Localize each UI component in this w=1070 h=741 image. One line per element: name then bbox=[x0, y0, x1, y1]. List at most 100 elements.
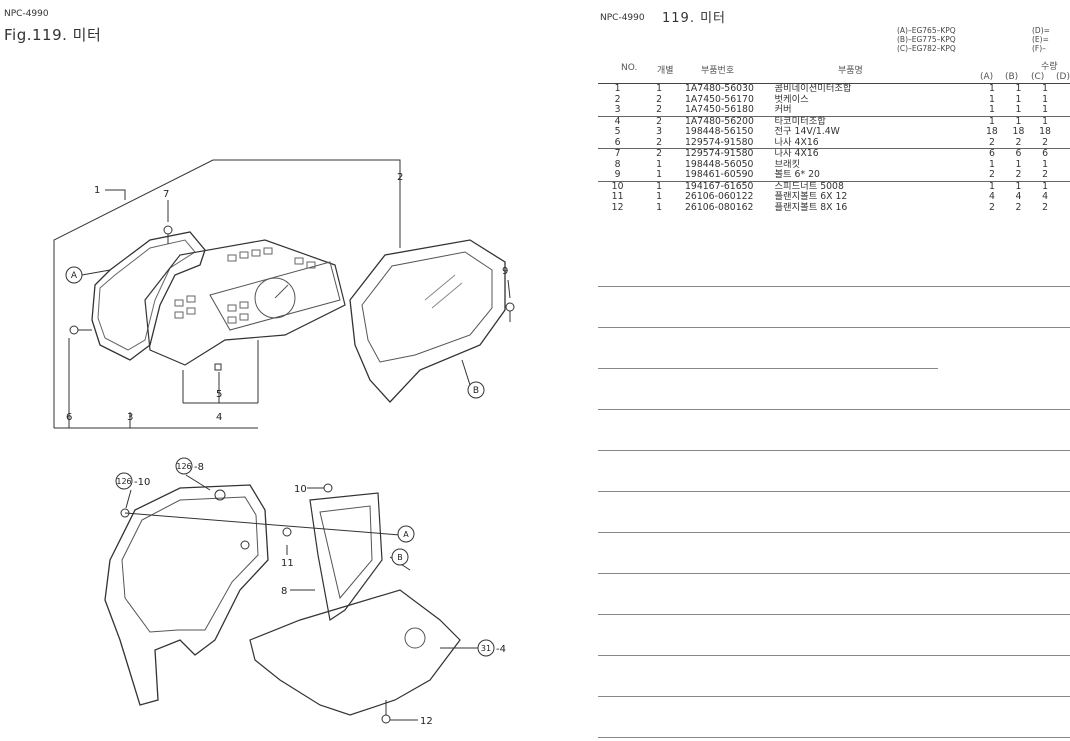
cell-name: 타코미터조합 bbox=[770, 115, 979, 127]
callout-126b: 126 bbox=[176, 462, 191, 471]
leader-line bbox=[81, 269, 111, 276]
callout-1: 1 bbox=[94, 185, 100, 196]
callout-6: 6 bbox=[66, 412, 72, 423]
left-doc-code: NPC-4990 bbox=[4, 9, 49, 19]
cell-name: 플랜지볼트 6X 12 bbox=[774, 191, 848, 202]
cell-qty-b: 1 bbox=[1005, 83, 1032, 95]
cell-no: 2 bbox=[614, 93, 621, 105]
cell-no: 3 bbox=[614, 104, 621, 115]
meter-body-outline bbox=[144, 239, 346, 366]
col-part-no: 부품번호 bbox=[701, 66, 735, 76]
cell-qty: 1 bbox=[656, 169, 663, 180]
callout-a: A bbox=[71, 271, 78, 281]
ruled-line bbox=[598, 737, 1070, 738]
cell-part-no: 194167-61650 bbox=[681, 180, 771, 192]
cell-part-no: 129574-91580 bbox=[685, 136, 754, 148]
cell-part-no: 198448-56050 bbox=[685, 158, 754, 170]
ruled-line bbox=[598, 573, 1070, 574]
callout-7: 7 bbox=[163, 189, 169, 200]
cell-qty-d bbox=[1058, 192, 1070, 203]
callout-b: B bbox=[473, 386, 479, 396]
cell-qty-a: 6 bbox=[978, 148, 1006, 160]
col-quantity: 수량 bbox=[1041, 62, 1058, 72]
cell-qty: 1 bbox=[637, 180, 682, 192]
callout-4: 4 bbox=[216, 412, 222, 423]
cell-qty-c: 1 bbox=[1042, 93, 1048, 105]
col-d: (D) bbox=[1056, 72, 1070, 82]
cell-qty-d bbox=[1058, 160, 1070, 171]
ruled-line bbox=[598, 450, 1070, 451]
ruled-line bbox=[598, 614, 1070, 615]
callout-a-lower: A bbox=[403, 530, 409, 539]
col-no: NO. bbox=[621, 63, 638, 73]
back-case-outline bbox=[91, 231, 206, 361]
ruled-line bbox=[598, 696, 1070, 697]
cell-qty-a: 1 bbox=[978, 180, 1006, 192]
cell-name: 나사 4X16 bbox=[770, 148, 979, 160]
cell-qty-b: 6 bbox=[1005, 148, 1032, 160]
cell-qty-b: 1 bbox=[1005, 180, 1032, 192]
cell-qty-d bbox=[1058, 83, 1070, 95]
front-cover-outline bbox=[349, 239, 506, 403]
cell-name: 벗케이스 bbox=[774, 93, 809, 105]
lower-cover-outline bbox=[104, 484, 269, 706]
callout-31: 31 bbox=[481, 644, 491, 653]
cell-qty-c: 1 bbox=[1042, 158, 1048, 170]
cell-name: 플랜지볼트 8X 16 bbox=[774, 201, 848, 213]
cell-qty-c: 1 bbox=[1031, 83, 1059, 95]
cell-qty: 2 bbox=[656, 104, 663, 115]
cell-qty-b: 2 bbox=[1015, 201, 1022, 213]
cell-qty-c: 1 bbox=[1031, 115, 1059, 127]
exploded-diagram: 1 2 7 9 6 3 5 4 A B bbox=[53, 159, 515, 727]
model-list-left: (A)–EG765–KPQ (B)–EG775–KPQ (C)–EG782–KP… bbox=[897, 26, 956, 53]
cell-part-no: 26106-080162 bbox=[685, 201, 754, 213]
meter-housing-outline bbox=[249, 589, 461, 716]
callout-b-circle bbox=[467, 381, 485, 399]
callout-8: 8 bbox=[281, 586, 287, 597]
callout-suffix-10: -10 bbox=[134, 477, 150, 488]
leader-line bbox=[507, 279, 511, 299]
cell-qty-d bbox=[1058, 203, 1070, 214]
ruled-line bbox=[598, 327, 1070, 328]
model-f: (F)– bbox=[1032, 44, 1046, 53]
cell-no: 10 bbox=[598, 180, 638, 192]
cell-part-no: 198461-60590 bbox=[685, 169, 754, 180]
cell-qty: 2 bbox=[637, 148, 682, 160]
cell-qty-b: 1 bbox=[1015, 93, 1022, 105]
cell-qty: 2 bbox=[656, 93, 663, 105]
cell-name: 전구 14V/1.4W bbox=[774, 126, 840, 137]
callout-126a: 126 bbox=[116, 477, 131, 486]
callout-9: 9 bbox=[502, 266, 508, 277]
cell-qty-b: 18 bbox=[1012, 126, 1025, 137]
cell-qty-c: 2 bbox=[1042, 201, 1048, 213]
cell-qty-d bbox=[1058, 138, 1070, 149]
ruled-line bbox=[598, 532, 1070, 533]
cell-qty-c: 2 bbox=[1042, 169, 1048, 180]
model-list-right: (D)= (E)= (F)– bbox=[1032, 26, 1050, 53]
cell-qty-c: 2 bbox=[1042, 136, 1048, 148]
ruled-line bbox=[598, 655, 1070, 656]
col-c: (C) bbox=[1031, 72, 1045, 82]
assembly-bracket-line bbox=[53, 159, 401, 428]
cell-part-no: 1A7450-56170 bbox=[685, 93, 754, 105]
cell-qty-a: 2 bbox=[988, 201, 995, 213]
leader-line bbox=[461, 359, 471, 386]
cell-no: 12 bbox=[611, 201, 624, 213]
cell-qty-a: 1 bbox=[988, 93, 995, 105]
model-d: (D)= bbox=[1032, 26, 1050, 35]
cell-qty-b: 2 bbox=[1015, 169, 1022, 180]
callout-12: 12 bbox=[420, 716, 433, 727]
cell-qty-d bbox=[1058, 180, 1070, 192]
cell-part-no: 1A7480-56200 bbox=[681, 115, 771, 127]
cell-no: 7 bbox=[598, 148, 638, 160]
cell-qty-b: 2 bbox=[1015, 136, 1022, 148]
